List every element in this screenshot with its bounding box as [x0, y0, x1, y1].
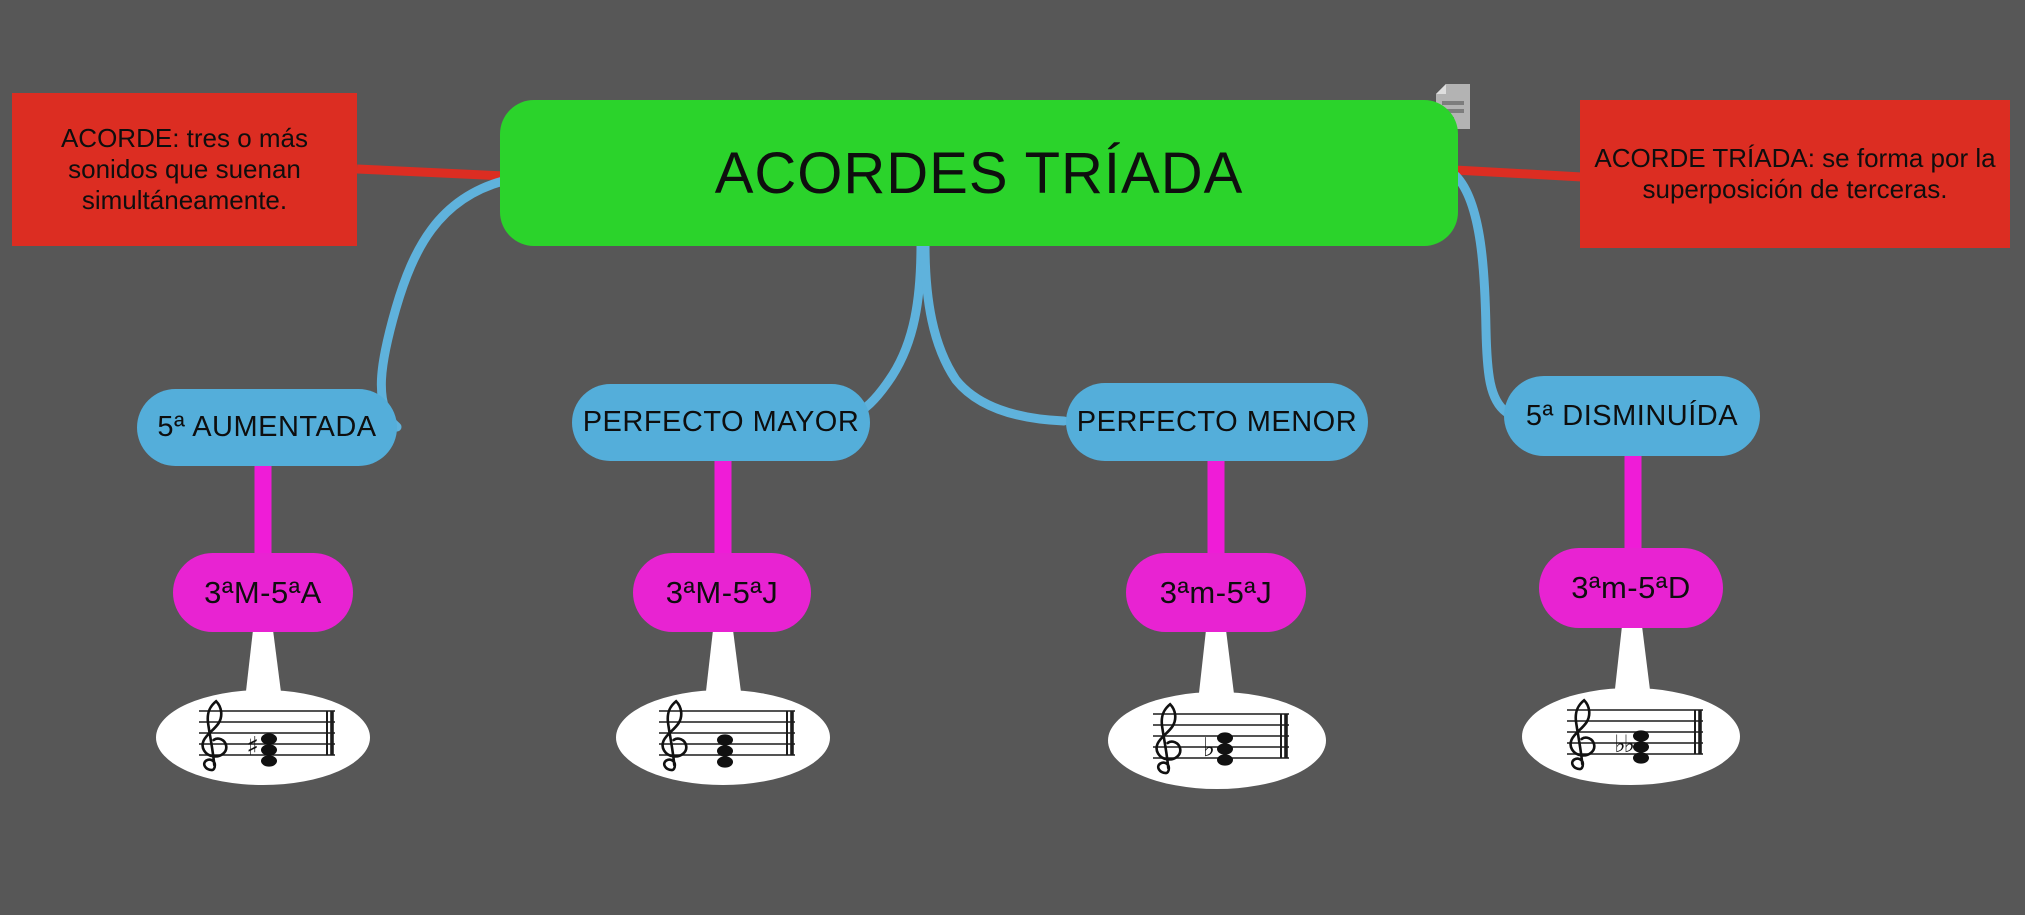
type-label: PERFECTO MENOR [1076, 405, 1358, 438]
type-node-disminuida[interactable]: 5ª DISMINUÍDA [1504, 376, 1760, 456]
treble-clef-icon [661, 698, 688, 771]
type-label: 5ª DISMINUÍDA [1525, 399, 1739, 432]
score-node-3[interactable]: ♭ [1108, 692, 1326, 789]
interval-node-3[interactable]: 3ªm-5ªJ [1126, 553, 1306, 632]
score-node-1[interactable]: ♯ [156, 690, 370, 785]
note-acorde-definition[interactable]: ACORDE: tres o más sonidos que suenan si… [12, 93, 357, 246]
type-node-perfecto-menor[interactable]: PERFECTO MENOR [1066, 383, 1368, 461]
note-triada-definition[interactable]: ACORDE TRÍADA: se forma por la superposi… [1580, 100, 2010, 248]
type-label: PERFECTO MAYOR [582, 406, 860, 438]
note-text: ACORDE TRÍADA: se forma por la superposi… [1594, 143, 1996, 204]
staff-notation [659, 698, 795, 771]
root-label: ACORDES TRÍADA [714, 140, 1244, 206]
interval-label: 3ªM-5ªA [204, 574, 322, 610]
note-text: ACORDE: tres o más sonidos que suenan si… [60, 123, 309, 215]
treble-clef-icon [1569, 697, 1596, 770]
connector-root-to-left-note [356, 164, 506, 181]
staff-notation: ♭♭ [1567, 697, 1703, 770]
connector-root-to-right-note [1454, 165, 1583, 182]
treble-clef-icon [1155, 701, 1182, 774]
treble-clef-icon [201, 698, 228, 771]
interval-label: 3ªm-5ªJ [1159, 574, 1273, 610]
interval-label: 3ªm-5ªD [1571, 570, 1691, 605]
type-node-perfecto-mayor[interactable]: PERFECTO MAYOR [572, 384, 870, 461]
connector-interval-to-score-1 [245, 630, 282, 700]
triad-chord [261, 732, 277, 767]
accidental-glyph: ♭ [1203, 733, 1215, 763]
type-node-aumentada[interactable]: 5ª AUMENTADA [137, 389, 397, 466]
connector-root-to-disminuida [1451, 171, 1511, 417]
interval-node-1[interactable]: 3ªM-5ªA [173, 553, 353, 632]
interval-label: 3ªM-5ªJ [665, 574, 779, 610]
staff-notation: ♯ [199, 698, 335, 771]
type-label: 5ª AUMENTADA [157, 411, 377, 443]
score-node-2[interactable] [616, 690, 830, 785]
connector-interval-to-score-4 [1614, 626, 1651, 698]
connector-root-to-aumentada [376, 176, 508, 432]
triad-chord [1633, 729, 1649, 764]
connector-interval-to-score-2 [705, 630, 742, 700]
interval-node-4[interactable]: 3ªm-5ªD [1539, 548, 1723, 628]
triad-chord [717, 733, 733, 768]
staff-notation: ♭ [1153, 701, 1289, 774]
root-node[interactable]: ACORDES TRÍADA [500, 100, 1458, 246]
accidental-glyph: ♭♭ [1614, 730, 1633, 758]
connector-interval-to-score-3 [1198, 630, 1235, 702]
score-node-4[interactable]: ♭♭ [1522, 688, 1740, 785]
interval-node-2[interactable]: 3ªM-5ªJ [633, 553, 811, 632]
triad-chord [1217, 731, 1233, 766]
connector-root-to-menor [920, 239, 1069, 426]
accidental-glyph: ♯ [246, 732, 259, 762]
